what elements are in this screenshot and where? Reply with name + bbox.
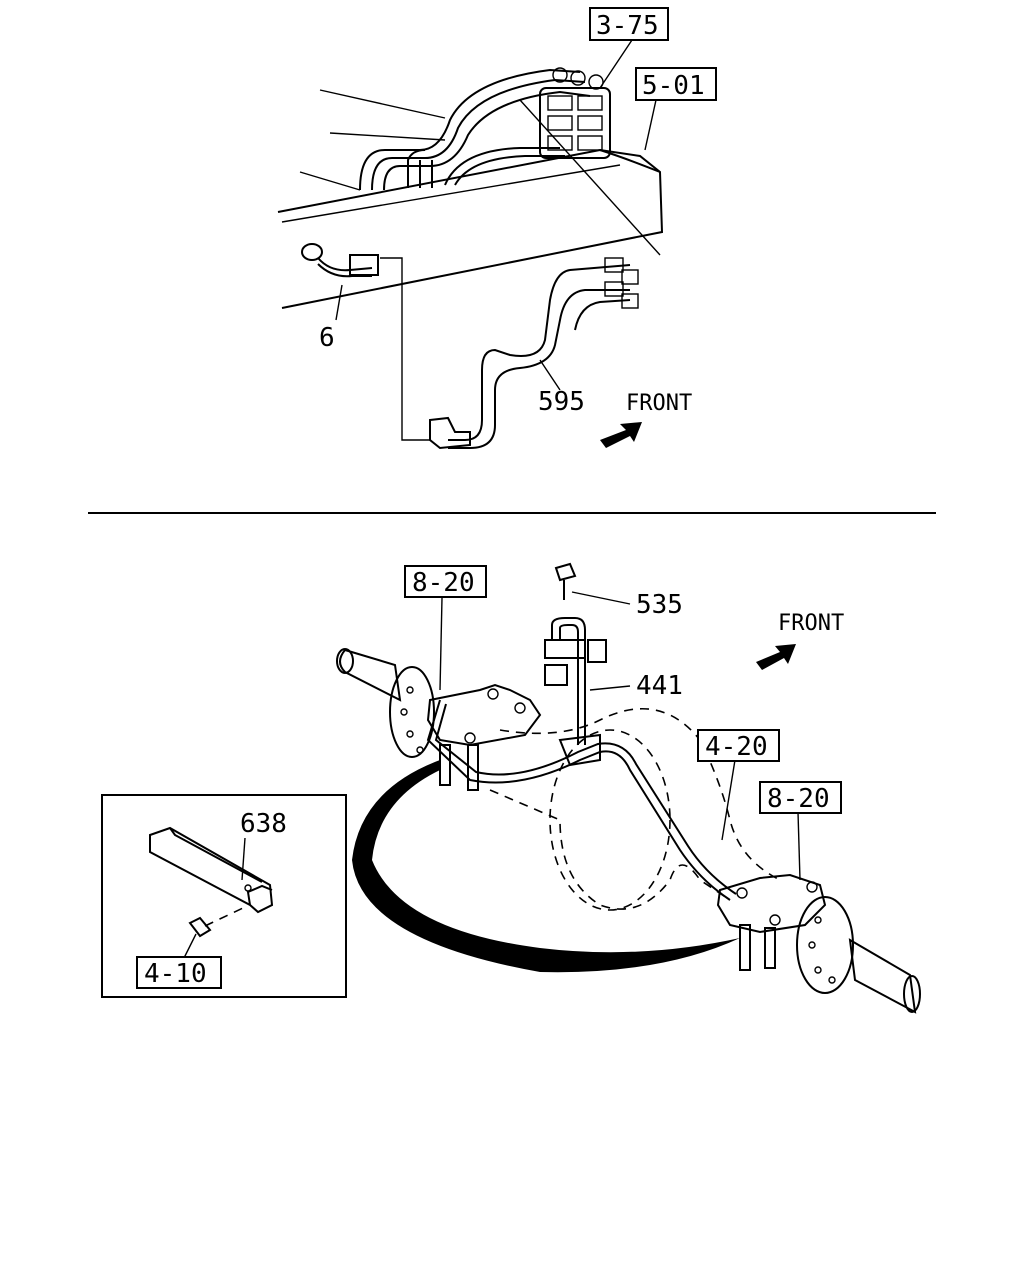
label-5-01: 5-01 — [635, 67, 717, 101]
rear-axle-drawing — [336, 562, 921, 1014]
label-3-75: 3-75 — [589, 7, 669, 41]
label-6: 6 — [319, 323, 335, 353]
label-8-20-right: 8-20 — [759, 781, 842, 814]
label-3-75-text: 3-75 — [596, 11, 659, 41]
axle-shadow-band — [352, 760, 740, 973]
frame-rail-drawing — [277, 39, 664, 450]
label-front-top: FRONT — [626, 391, 692, 416]
label-8-20-left: 8-20 — [404, 565, 487, 598]
label-4-20: 4-20 — [697, 729, 780, 762]
label-4-10: 4-10 — [136, 956, 222, 989]
front-arrow-icon — [600, 422, 642, 448]
label-front-bottom: FRONT — [778, 611, 844, 636]
label-8-20-left-text: 8-20 — [412, 568, 475, 598]
label-8-20-right-text: 8-20 — [767, 784, 830, 814]
label-4-10-text: 4-10 — [144, 959, 207, 989]
label-638: 638 — [240, 809, 287, 839]
front-arrow-icon — [756, 644, 796, 670]
label-595: 595 — [538, 387, 585, 417]
label-535: 535 — [636, 590, 683, 620]
label-441: 441 — [636, 671, 683, 701]
label-4-20-text: 4-20 — [705, 732, 768, 762]
label-5-01-text: 5-01 — [642, 71, 705, 101]
